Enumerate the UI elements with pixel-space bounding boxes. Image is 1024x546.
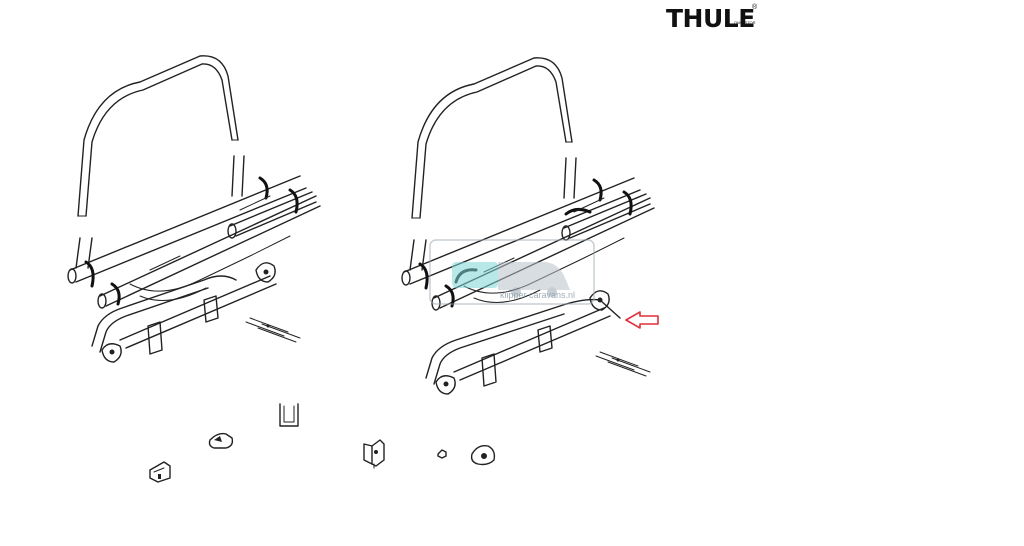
bike-rack-assembled	[67, 55, 321, 363]
u-profile	[279, 403, 299, 427]
bike-rack-highlighted	[401, 57, 655, 395]
small-nut	[437, 449, 447, 459]
watermark-text: klipper caravans.nl	[500, 290, 576, 300]
foot-bracket	[149, 461, 171, 483]
end-cap	[470, 444, 496, 466]
clamp-a	[208, 432, 234, 449]
watermark-logo	[429, 239, 595, 305]
brand-sub: OMNISTOR	[734, 20, 756, 25]
registered-mark: ®	[752, 4, 758, 11]
thule-logo: THULE	[666, 4, 755, 34]
brand-name: THULE	[666, 4, 755, 33]
callout-arrow	[625, 311, 659, 329]
clamp-b	[363, 439, 385, 469]
